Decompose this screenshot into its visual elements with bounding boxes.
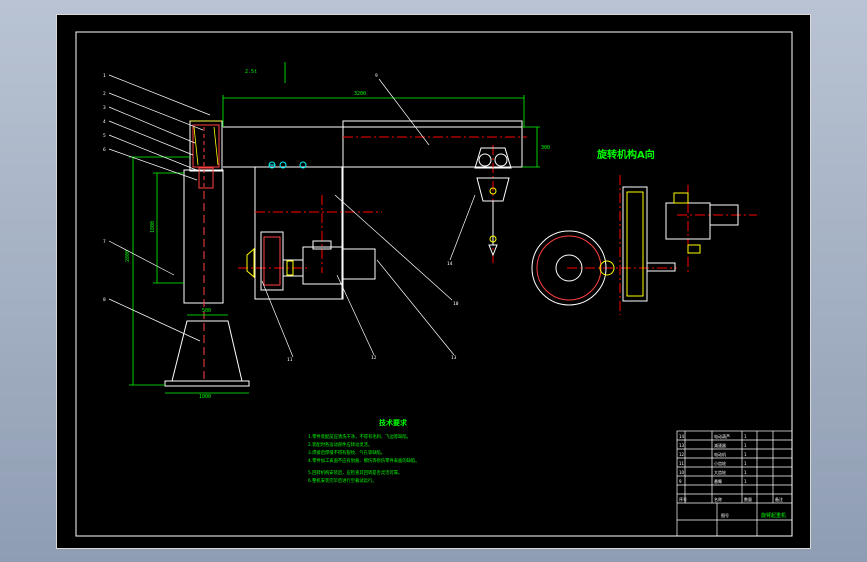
brackets (268, 161, 307, 169)
svg-text:10: 10 (679, 470, 685, 475)
leader-lines (108, 74, 476, 358)
hoist-hook (489, 187, 497, 243)
svg-text:1: 1 (744, 461, 747, 466)
note-line: 3.焊接后焊缝不得有裂纹、气孔等缺陷。 (308, 449, 385, 456)
svg-text:500: 500 (202, 308, 211, 314)
technical-notes: 技术要求 1.零件装配前应清洗干净，不得有毛刺、飞边等缺陷。 2.装配时各运动部… (308, 418, 420, 484)
svg-text:1: 1 (744, 443, 747, 448)
center-lines (238, 136, 757, 315)
svg-text:2.5t: 2.5t (245, 69, 257, 75)
svg-text:电动机: 电动机 (714, 451, 726, 457)
title-block-text: 14 电动葫芦 1 13 减速器 1 12 电动机 1 11 小齿轮 1 10 … (679, 433, 786, 519)
svg-text:数量: 数量 (744, 496, 752, 502)
svg-text:14: 14 (679, 434, 685, 439)
svg-text:1: 1 (103, 73, 106, 79)
column (164, 120, 250, 387)
svg-text:1: 1 (744, 434, 747, 439)
svg-text:2800: 2800 (125, 250, 131, 262)
inner-border (75, 31, 793, 537)
note-line: 2.装配时各运动部件应转动灵活。 (308, 441, 372, 448)
svg-text:9: 9 (375, 73, 378, 79)
note-line: 6.整机安装完毕后进行空载试运行。 (308, 477, 377, 484)
rotation-view (531, 186, 739, 306)
svg-text:1800: 1800 (150, 221, 156, 233)
svg-text:序号: 序号 (679, 496, 687, 502)
svg-text:电动葫芦: 电动葫芦 (714, 433, 730, 439)
note-line: 5.回转机构安装后，应检查其回转是否灵活可靠。 (308, 469, 402, 476)
column-hatch (190, 120, 222, 166)
drive-assembly (260, 231, 376, 291)
svg-text:6: 6 (103, 147, 106, 153)
svg-text:300: 300 (541, 145, 550, 151)
svg-text:13: 13 (451, 355, 457, 361)
svg-text:12: 12 (371, 355, 377, 361)
svg-text:10: 10 (453, 301, 459, 307)
note-line: 4.零件加工表面不应有划痕、擦伤等损伤零件表面的缺陷。 (308, 457, 420, 464)
note-line: 1.零件装配前应清洗干净，不得有毛刺、飞边等缺陷。 (308, 433, 411, 440)
svg-text:13: 13 (679, 443, 685, 448)
svg-text:名称: 名称 (714, 496, 722, 502)
svg-text:悬臂: 悬臂 (714, 478, 722, 484)
svg-text:1: 1 (744, 479, 747, 484)
title-block (676, 430, 793, 537)
svg-text:9: 9 (679, 479, 682, 484)
column-section (192, 124, 220, 381)
svg-text:14: 14 (447, 261, 453, 267)
svg-text:1: 1 (744, 470, 747, 475)
cad-drawing: 2.5t 3200 300 2800 1800 1000 500 1 2 3 4… (75, 31, 793, 537)
svg-text:1: 1 (744, 452, 747, 457)
svg-text:4: 4 (103, 119, 106, 125)
callout-numbers: 1 2 3 4 5 6 7 8 9 10 11 12 13 14 (103, 73, 459, 363)
svg-text:减速器: 减速器 (714, 442, 726, 448)
svg-text:大齿轮: 大齿轮 (714, 469, 726, 475)
svg-text:11: 11 (679, 461, 685, 466)
svg-text:2: 2 (103, 91, 106, 97)
svg-text:小齿轮: 小齿轮 (714, 460, 726, 466)
electric-hoist (474, 147, 512, 257)
drive-details (246, 247, 294, 279)
notes-title: 技术要求 (379, 418, 408, 427)
dimension-lines (129, 62, 540, 394)
svg-text:3: 3 (103, 105, 106, 111)
dimension-text: 2.5t 3200 300 2800 1800 1000 500 (125, 69, 550, 400)
view-title: 旋转机构A向 (596, 148, 655, 161)
svg-text:8: 8 (103, 297, 106, 303)
svg-text:12: 12 (679, 452, 685, 457)
cad-viewport[interactable]: 2.5t 3200 300 2800 1800 1000 500 1 2 3 4… (56, 14, 811, 549)
svg-text:备注: 备注 (775, 496, 783, 502)
svg-text:7: 7 (103, 239, 106, 245)
svg-text:11: 11 (287, 357, 293, 363)
svg-text:1000: 1000 (199, 394, 211, 400)
svg-text:3200: 3200 (354, 91, 366, 97)
svg-text:5: 5 (103, 133, 106, 139)
drawing-name: 旋臂起重机 (761, 512, 786, 519)
svg-text:图号: 图号 (721, 512, 729, 518)
cantilever-arm (223, 120, 523, 300)
